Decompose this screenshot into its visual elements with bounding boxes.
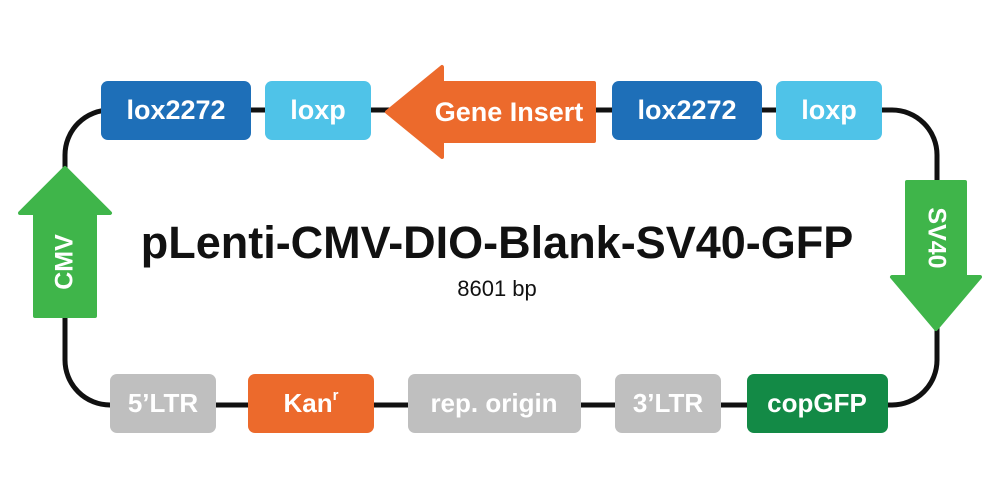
- feature-5ltr-label: 5’LTR: [128, 388, 199, 418]
- sv40-label: SV40: [922, 207, 950, 268]
- feature-cmv-promoter: CMV: [18, 166, 112, 318]
- feature-kanr-label: Kanr: [284, 387, 339, 418]
- feature-lox2272-left-box: [101, 81, 251, 140]
- feature-gene-insert: Gene Insert: [385, 65, 596, 159]
- feature-loxp-right-box: [776, 81, 882, 140]
- feature-loxp-left-label: loxp: [290, 95, 346, 125]
- feature-lox2272-right-box: [612, 81, 762, 140]
- cmv-label: CMV: [51, 234, 79, 290]
- feature-loxp-left-box: [265, 81, 371, 140]
- feature-lox2272-right: lox2272: [612, 81, 762, 140]
- gene-insert-arrow-shape: [385, 65, 596, 159]
- feature-rep-origin: rep. origin: [408, 374, 581, 433]
- feature-lox2272-left: lox2272: [101, 81, 251, 140]
- feature-kanr: Kanr: [248, 374, 374, 433]
- plasmid-title: pLenti-CMV-DIO-Blank-SV40-GFP: [141, 217, 854, 268]
- feature-loxp-right: loxp: [776, 81, 882, 140]
- kanr-label-superscript: r: [333, 387, 339, 404]
- feature-3ltr: 3’LTR: [615, 374, 721, 433]
- feature-5ltr: 5’LTR: [110, 374, 216, 433]
- feature-loxp-left: loxp: [265, 81, 371, 140]
- feature-loxp-right-label: loxp: [801, 95, 857, 125]
- cmv-arrow-shape: [18, 166, 112, 318]
- feature-sv40-promoter: SV40: [890, 180, 982, 331]
- feature-kanr-box: [248, 374, 374, 433]
- feature-lox2272-left-label: lox2272: [126, 95, 225, 125]
- feature-rep-origin-label: rep. origin: [430, 388, 557, 418]
- plasmid-size: 8601 bp: [457, 276, 537, 301]
- feature-copgfp: copGFP: [747, 374, 888, 433]
- feature-copgfp-label: copGFP: [767, 388, 867, 418]
- feature-copgfp-box: [747, 374, 888, 433]
- feature-rep-origin-box: [408, 374, 581, 433]
- kanr-label-main: Kan: [284, 388, 333, 418]
- feature-5ltr-box: [110, 374, 216, 433]
- gene-insert-label: Gene Insert: [435, 97, 584, 127]
- feature-lox2272-right-label: lox2272: [637, 95, 736, 125]
- feature-3ltr-box: [615, 374, 721, 433]
- sv40-arrow-shape: [890, 180, 982, 331]
- feature-3ltr-label: 3’LTR: [633, 388, 704, 418]
